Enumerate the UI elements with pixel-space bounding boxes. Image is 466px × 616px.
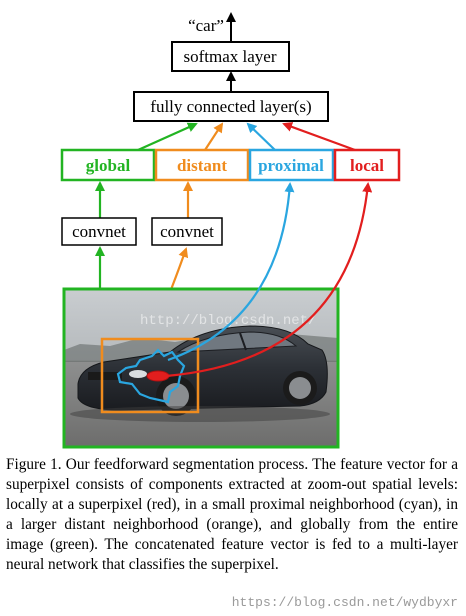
proximal-label: proximal bbox=[258, 156, 324, 175]
arrow-proximal-to-fc bbox=[246, 122, 276, 151]
softmax-layer-box: softmax layer bbox=[171, 41, 290, 72]
fully-connected-label: fully connected layer(s) bbox=[150, 97, 311, 116]
arrow-local-to-fc bbox=[282, 122, 356, 152]
car-headlight bbox=[129, 370, 147, 378]
figure-caption: Figure 1. Our feedforward segmentation p… bbox=[6, 456, 458, 573]
global-region bbox=[62, 287, 340, 449]
convnet-left-label: convnet bbox=[72, 222, 126, 241]
arrow-proximal-region-to-box bbox=[167, 182, 295, 362]
softmax-layer-label: softmax layer bbox=[184, 47, 277, 66]
input-image: http://blog.csdn.net/ bbox=[64, 289, 338, 447]
convnet-right-box: convnet bbox=[151, 217, 223, 246]
fully-connected-box: fully connected layer(s) bbox=[133, 91, 329, 122]
segmentation-diagram: “car” softmax layer fully connected laye… bbox=[60, 12, 401, 449]
convnet-right-label: convnet bbox=[160, 222, 214, 241]
global-label: global bbox=[86, 156, 131, 175]
page-watermark: https://blog.csdn.net/wydbyxr bbox=[231, 595, 458, 610]
distant-box: distant bbox=[154, 148, 250, 182]
image-watermark: http://blog.csdn.net/ bbox=[140, 313, 316, 329]
proximal-region bbox=[116, 348, 186, 404]
output-label: “car” bbox=[188, 16, 224, 35]
distant-region bbox=[100, 337, 200, 414]
distant-label: distant bbox=[177, 156, 227, 175]
global-box: global bbox=[60, 148, 156, 182]
proximal-box: proximal bbox=[248, 148, 335, 182]
local-box: local bbox=[333, 148, 401, 182]
local-label: local bbox=[350, 156, 384, 175]
arrow-distant-to-fc bbox=[204, 122, 224, 151]
convnet-left-box: convnet bbox=[61, 217, 137, 246]
arrow-global-to-fc bbox=[137, 122, 198, 152]
arrow-local-superpixel-to-box bbox=[165, 182, 373, 378]
local-superpixel bbox=[146, 370, 170, 382]
